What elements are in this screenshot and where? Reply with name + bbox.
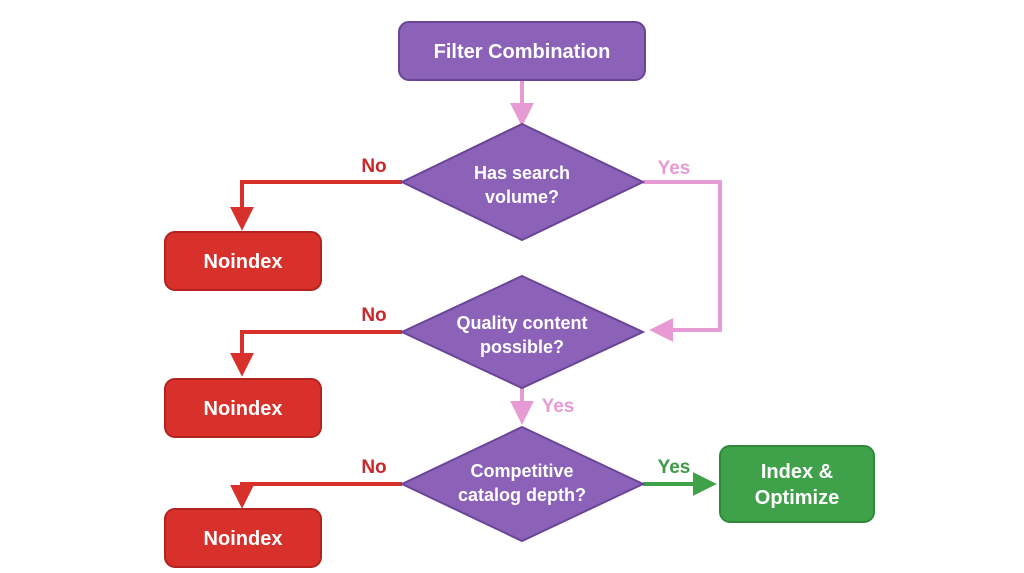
decision-catalog-line2: catalog depth? [458,485,586,505]
connector-search-yes [643,180,722,342]
decision-quality-line1: Quality content [456,313,587,333]
edge-label-catalog-yes: Yes [658,457,691,478]
connector-quality-no [230,330,402,377]
decision-quality-line2: possible? [480,337,564,357]
decision-quality-content: Quality content possible? [399,274,646,390]
noindex-node-1: Noindex [164,231,322,291]
noindex-3-label: Noindex [204,528,283,550]
decision-search-volume: Has search volume? [399,122,646,242]
index-line2: Optimize [755,487,839,509]
noindex-node-2: Noindex [164,378,322,438]
connector-catalog-no [230,482,402,509]
connector-search-no [230,180,402,231]
decision-catalog-depth: Competitive catalog depth? [399,425,646,543]
edge-label-quality-no: No [361,305,386,326]
noindex-1-label: Noindex [204,251,283,273]
decision-search-line1: Has search [474,163,570,183]
index-optimize-node: Index & Optimize [719,445,875,523]
decision-catalog-line1: Competitive [470,461,573,481]
noindex-node-3: Noindex [164,508,322,568]
edge-label-quality-yes: Yes [542,396,575,417]
edge-label-search-no: No [361,156,386,177]
start-node: Filter Combination [398,21,646,81]
index-line1: Index & [761,461,833,483]
start-node-label: Filter Combination [434,41,611,63]
decision-search-line2: volume? [485,187,559,207]
noindex-2-label: Noindex [204,398,283,420]
edge-label-catalog-no: No [361,457,386,478]
edge-label-search-yes: Yes [658,158,691,179]
